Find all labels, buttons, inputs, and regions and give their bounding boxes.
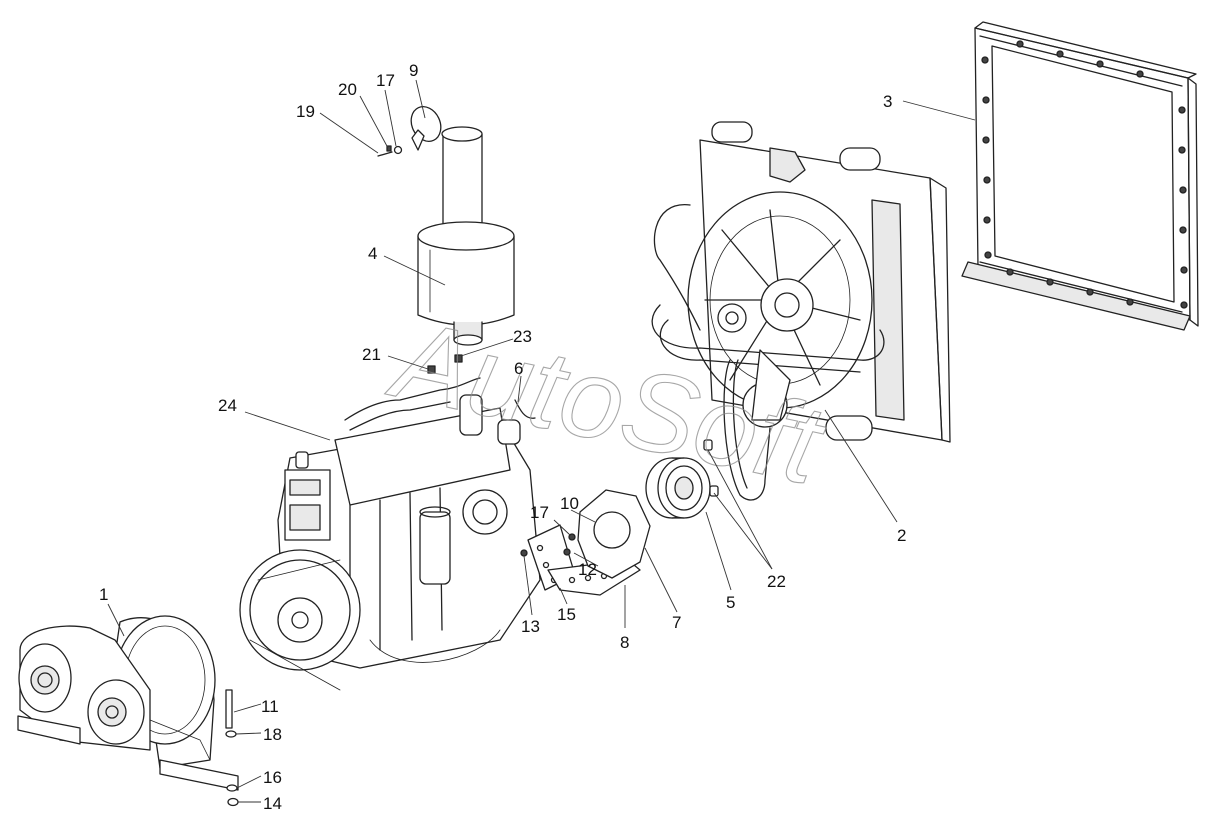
callout-4: 4 xyxy=(368,244,377,263)
part-13-bolt[interactable] xyxy=(520,549,528,557)
callout-20: 20 xyxy=(338,80,357,99)
callout-22: 22 xyxy=(767,572,786,591)
part-17-bolt[interactable] xyxy=(568,533,576,541)
callout-9: 9 xyxy=(409,61,418,80)
part-1-gearbox-housing[interactable] xyxy=(17,615,239,791)
part-23-fitting[interactable] xyxy=(454,354,463,363)
callout-2: 2 xyxy=(897,526,906,545)
callout-labels: 1 2 3 4 5 6 7 8 9 10 11 12 13 14 15 16 1… xyxy=(99,61,906,813)
callout-24: 24 xyxy=(218,396,237,415)
engine-block[interactable] xyxy=(239,377,541,691)
part-5-pulley[interactable] xyxy=(645,457,711,519)
callout-16: 16 xyxy=(263,768,282,787)
part-2-radiator-fan-assembly[interactable] xyxy=(651,121,951,501)
callout-8: 8 xyxy=(620,633,629,652)
part-3-radiator-frame[interactable] xyxy=(961,21,1199,331)
part-16-washer[interactable] xyxy=(226,784,238,792)
callout-3: 3 xyxy=(883,92,892,111)
callout-17-lower: 17 xyxy=(530,503,549,522)
part-9-clamp[interactable] xyxy=(406,102,447,146)
callout-14: 14 xyxy=(263,794,282,813)
callout-11: 11 xyxy=(261,697,279,716)
part-12-bolt[interactable] xyxy=(563,548,571,556)
part-20-nut[interactable] xyxy=(386,145,392,152)
callout-7: 7 xyxy=(672,613,681,632)
part-21-fitting[interactable] xyxy=(427,365,436,374)
callout-6: 6 xyxy=(514,359,523,378)
part-14-nut[interactable] xyxy=(227,797,239,807)
callout-1: 1 xyxy=(99,585,108,604)
callout-19: 19 xyxy=(296,102,315,121)
leader-lines xyxy=(107,79,976,803)
callout-15: 15 xyxy=(557,605,576,624)
callout-17-top: 17 xyxy=(376,71,395,90)
part-17-washer-top[interactable] xyxy=(393,129,425,155)
part-7-gasket[interactable] xyxy=(577,489,651,579)
callout-21: 21 xyxy=(362,345,381,364)
callout-18: 18 xyxy=(263,725,282,744)
part-4-air-cleaner[interactable] xyxy=(417,126,515,346)
callout-10: 10 xyxy=(560,494,579,513)
part-6-pipe[interactable] xyxy=(514,399,536,419)
part-19-bolt[interactable] xyxy=(377,151,393,157)
callout-5: 5 xyxy=(726,593,735,612)
part-18-washer[interactable] xyxy=(225,730,237,738)
part-11-stud[interactable] xyxy=(225,689,233,729)
callout-23: 23 xyxy=(513,327,532,346)
callout-12: 12 xyxy=(578,560,597,579)
callout-13: 13 xyxy=(521,617,540,636)
